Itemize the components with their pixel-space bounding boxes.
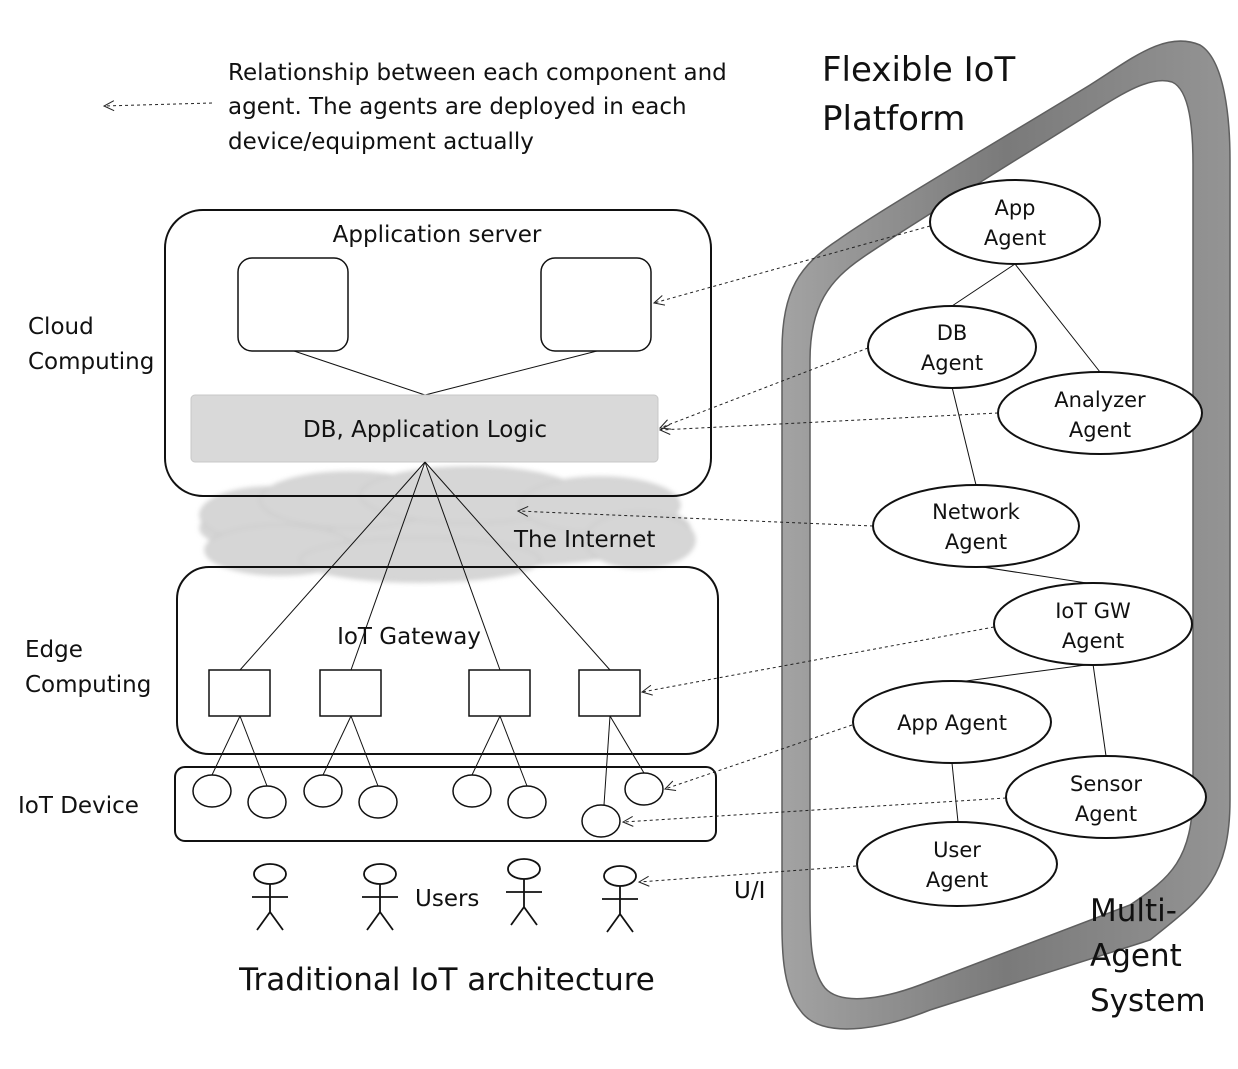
db-agent-label-2: Agent [921, 351, 983, 375]
app-agent-top [929, 179, 1101, 265]
device-sensor-2 [247, 785, 287, 819]
app-agent-top-label-2: Agent [984, 226, 1046, 250]
user-figure-4 [602, 865, 638, 933]
user-agent [856, 821, 1058, 907]
user-figure-1 [252, 863, 288, 931]
device-sensor-8 [581, 804, 621, 838]
iot-gw-agent-label-2: Agent [1062, 629, 1124, 653]
user-agent-label-2: Agent [926, 868, 988, 892]
gateway-node-1 [208, 669, 271, 717]
user-agent-label-1: User [933, 838, 981, 862]
legend-line-3: device/equipment actually [228, 129, 534, 155]
iot-device-tier-label: IoT Device [18, 793, 139, 819]
edge-tier-label-2: Computing [25, 672, 151, 698]
legend-line-1: Relationship between each component and [228, 60, 727, 86]
device-sensor-7 [624, 772, 664, 806]
db-application-logic-label: DB, Application Logic [303, 417, 547, 443]
analyzer-agent [997, 371, 1203, 455]
cloud-tier-label-1: Cloud [28, 314, 94, 340]
sensor-agent-label-2: Agent [1075, 802, 1137, 826]
user-figure-2 [362, 863, 398, 931]
analyzer-agent-label-1: Analyzer [1054, 388, 1146, 412]
iot-gw-agent [993, 582, 1193, 666]
app-module-left [237, 257, 349, 352]
agent-links [951, 263, 1107, 823]
iot-gateway-box [176, 566, 719, 755]
legend-line-2: agent. The agents are deployed in each [228, 94, 687, 120]
traditional-architecture-caption: Traditional IoT architecture [238, 962, 655, 998]
edge-tier-label-1: Edge [25, 637, 83, 663]
iot-device-box [174, 766, 717, 842]
internet-label: The Internet [513, 527, 655, 553]
gateway-device-links [211, 715, 645, 806]
relationship-arrows [518, 225, 1007, 882]
platform-title-line-2: Platform [822, 99, 965, 139]
app-agent-mid-label: App Agent [897, 711, 1007, 735]
sensor-agent-label-1: Sensor [1070, 772, 1142, 796]
db-agent [867, 305, 1037, 389]
platform-title-line-1: Flexible IoT [822, 50, 1015, 90]
iot-gw-agent-label-1: IoT GW [1055, 599, 1131, 623]
gateway-node-3 [468, 669, 531, 717]
app-agent-top-label-1: App [994, 196, 1035, 220]
users-group [252, 858, 638, 933]
cloud-gateway-links [239, 461, 611, 671]
mas-label-line-1: Multi- [1090, 893, 1177, 929]
app-module-right [540, 257, 652, 352]
app-agent-mid [852, 680, 1052, 764]
users-label: Users [415, 886, 479, 912]
device-sensor-4 [358, 785, 398, 819]
device-sensor-6 [507, 785, 547, 819]
ui-label: U/I [734, 878, 765, 904]
user-figure-3 [506, 858, 542, 926]
network-agent-label-1: Network [932, 500, 1021, 524]
legend-arrow [104, 103, 213, 106]
sensor-agent [1005, 755, 1207, 839]
mas-label-line-3: System [1090, 983, 1206, 1019]
db-agent-label-1: DB [937, 321, 968, 345]
mas-label-line-2: Agent [1090, 938, 1182, 974]
device-sensor-3 [303, 774, 343, 808]
network-agent [872, 484, 1080, 568]
application-server-label: Application server [333, 222, 542, 248]
cloud-tier-label-2: Computing [28, 349, 154, 375]
device-sensor-5 [452, 774, 492, 808]
application-server-box [164, 209, 712, 497]
internet-cloud [199, 466, 696, 583]
device-sensor-1 [192, 774, 232, 808]
analyzer-agent-label-2: Agent [1069, 418, 1131, 442]
gateway-node-2 [319, 669, 382, 717]
network-agent-label-2: Agent [945, 530, 1007, 554]
iot-gateway-label: IoT Gateway [337, 624, 481, 650]
gateway-node-4 [578, 669, 641, 717]
